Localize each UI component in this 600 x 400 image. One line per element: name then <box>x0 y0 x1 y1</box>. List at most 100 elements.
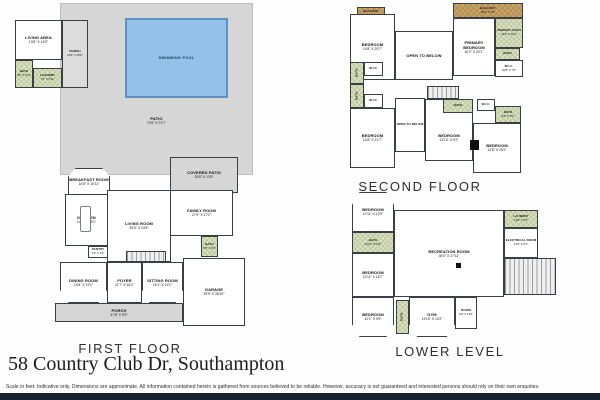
room-name: W.I.C. <box>481 102 491 107</box>
room-lower-bath-bottom: BATH <box>396 300 409 334</box>
room-dims: 5'8" X 5'11" <box>16 73 32 78</box>
footer-bar <box>0 393 600 400</box>
room-name: ROOM <box>461 308 471 313</box>
room-name: BREAKFAST ROOM <box>69 176 109 182</box>
room-dims: 14'8" X 21'7" <box>362 138 383 143</box>
room-lower-electrical: ELECTRICAL ROOM 11'9" X 9'1" <box>504 228 538 258</box>
room-name: GARAGE <box>204 287 224 293</box>
room-dims: 25'8" X 13'5" <box>194 175 214 180</box>
floor-title-second: SECOND FLOOR <box>358 179 482 194</box>
room-name: LAUNDRY <box>39 73 56 78</box>
room-first-covered-patio: COVERED PATIO 25'8" X 13'5" <box>170 157 238 193</box>
room-second-bath-right: BATH 8'0" X 5'0" <box>495 106 521 123</box>
room-name: GYM <box>427 312 437 318</box>
room-name: BATH <box>503 109 513 114</box>
room-name: SITTING ROOM <box>147 277 178 283</box>
room-second-bedroom-right: BEDROOM 14'8" X 25'2" <box>473 123 521 173</box>
room-lower-room: ROOM 9'9" X 14'0" <box>455 297 477 329</box>
room-second-bath-left-1: BATH <box>350 62 364 84</box>
room-dims: 14'6" X 25'0" <box>67 53 83 58</box>
room-name: BALCONY <box>480 5 496 10</box>
room-lower-bedroom-mid: BEDROOM 12'11" X 16'7" <box>352 253 394 297</box>
room-dims: 7'6" X 5'11" <box>40 77 55 82</box>
room-name: COVERED PATIO <box>187 170 221 176</box>
room-first-bath: BATH 5'8" X 6'5" <box>201 236 218 257</box>
room-dims: 14'8" X 19'1" <box>73 282 94 287</box>
room-lower-gym: GYM 13'10" X 10'2" <box>409 297 455 337</box>
room-name: BEDROOM <box>361 133 384 139</box>
room-dims: 9'9" X 14'0" <box>458 312 474 317</box>
room-dims: 14'8" X 20'7" <box>362 47 383 52</box>
room-dims: 12'11" X 12'9" <box>362 212 384 217</box>
room-dims: 29'9" X 28'10" <box>203 292 225 297</box>
room-name: OPEN TO BELOW <box>396 122 424 127</box>
floor-title-first: FIRST FLOOR <box>78 341 182 356</box>
room-dims: 7'0" X 4'2" <box>91 251 105 256</box>
room-name: BEDROOM <box>438 132 460 138</box>
room-name: BATH <box>19 69 29 74</box>
room-first-porch-guest: PORCH 14'6" X 25'0" <box>62 20 88 88</box>
room-dims: 13'10" X 9'2" <box>439 137 459 142</box>
room-first-porch-front: PORCH 47'8" X 9'9" <box>55 303 183 322</box>
room-first-sitting: SITTING ROOM 16'1" X 19'1" <box>142 262 183 303</box>
room-second-wic-left-2: W.I.C. <box>364 94 383 108</box>
room-name: FOYER <box>117 277 132 283</box>
room-first-foyer: FOYER 11'7" X 16'2" <box>107 262 142 303</box>
room-lower-laundry: LAUNDRY 11'8" X 6'9" <box>504 210 538 228</box>
room-dims: 16'1" X 19'1" <box>152 282 173 287</box>
room-dims: 5'8" X 6'5" <box>203 245 216 250</box>
room-dims: 47'8" X 9'9" <box>110 312 128 317</box>
room-name: W.I.C. <box>504 63 514 68</box>
room-dims: 27'9" X 17'2" <box>191 213 212 218</box>
room-name: BATH <box>503 51 512 56</box>
room-name: BATH <box>453 103 463 108</box>
room-name: BEDROOM <box>486 143 508 149</box>
room-dims: 12'11" X 16'7" <box>362 275 384 280</box>
room-lower-bath-left: BATH 12'11" X 6'11" <box>352 232 394 253</box>
open-to-below-bottom: OPEN TO BELOW <box>395 98 425 152</box>
room-name: PRIMARY BATH <box>497 28 521 33</box>
room-name: BEDROOM <box>362 207 384 213</box>
patio-label: PATIO 72'6" X 71'7" <box>61 116 252 125</box>
room-dims: 30'5" X 24'8" <box>129 226 149 231</box>
stairs-second-floor <box>427 86 459 99</box>
room-name: BATH <box>354 68 359 78</box>
room-dims: 14'8" X 10'11" <box>78 181 100 186</box>
room-second-primary-bath: PRIMARY BATH 13'8" X 16'1" <box>495 18 523 48</box>
room-name: LIVING ROOM <box>125 221 153 227</box>
room-dims: 72'6" X 71'7" <box>146 121 167 125</box>
room-dims: 16'2" X 20'1" <box>464 49 484 54</box>
room-name: PRIMARY BEDROOM <box>463 39 485 50</box>
room-second-balcony-large: BALCONY 25'6" X 7'8" <box>453 3 523 18</box>
room-name: LIVING AREA <box>25 35 52 41</box>
fireplace-marker <box>470 140 479 150</box>
room-second-wic-primary: W.I.C. 10'8" X 7'5" <box>495 60 523 77</box>
room-lower-recreation: RECREATION ROOM 35'4" X 27'11" <box>394 210 504 297</box>
room-first-pantry: PANTRY 7'0" X 4'2" <box>88 246 108 258</box>
room-dims: 14'8" X 25'2" <box>487 148 507 153</box>
room-name: ELECTRICAL ROOM <box>505 238 537 243</box>
room-second-bath-small: BATH <box>495 48 520 60</box>
room-first-family-room: FAMILY ROOM 27'9" X 17'2" <box>170 190 233 236</box>
room-first-dining: DINING ROOM 14'8" X 19'1" <box>60 262 107 303</box>
room-name: PORCH <box>69 49 81 54</box>
room-second-bath-mid: BATH <box>443 99 473 113</box>
room-second-bath-left-2: BATH <box>350 84 364 108</box>
room-name: BEDROOM <box>362 270 384 276</box>
room-dims: 11'8" X 6'9" <box>513 218 529 223</box>
room-dims: 11'7" X 16'2" <box>115 282 134 287</box>
room-name: BATH <box>368 237 378 242</box>
column-marker <box>456 263 461 268</box>
room-dims: 35'4" X 27'11" <box>438 253 460 258</box>
room-dims: 25'6" X 7'8" <box>480 9 496 14</box>
room-name: OPEN TO BELOW <box>406 53 442 58</box>
room-second-bedroom-bl: BEDROOM 14'8" X 21'7" <box>350 108 395 168</box>
room-name: PANTRY <box>91 247 105 252</box>
kitchen-island <box>80 206 91 232</box>
room-second-wic-right: W.I.C. <box>477 99 495 111</box>
disclaimer-text: Scale in feet. Indicative only. Dimensio… <box>6 384 540 390</box>
room-first-garage: GARAGE 29'9" X 28'10" <box>183 258 245 326</box>
room-name: BATH <box>399 312 404 322</box>
room-name: BALCONY <box>363 9 379 14</box>
